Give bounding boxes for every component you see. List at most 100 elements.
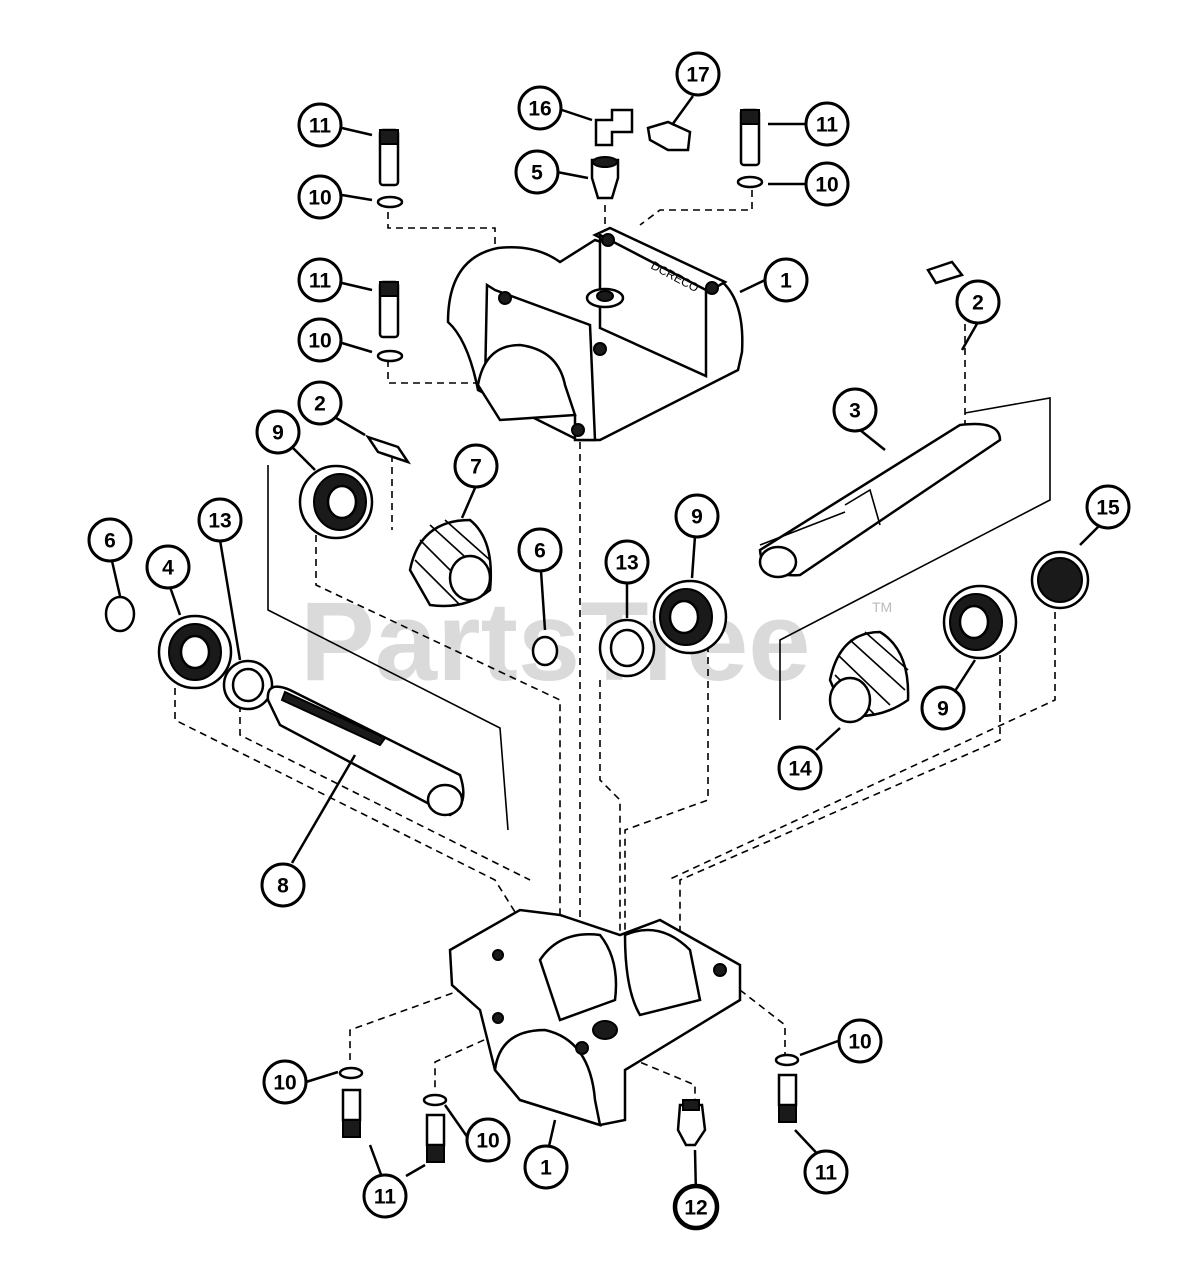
callout-7: 7: [453, 443, 499, 489]
callout-circle: [514, 149, 560, 195]
callout-circle: [465, 1117, 511, 1163]
snap-rings: [104, 595, 559, 667]
callout-10: 10: [262, 1059, 308, 1105]
callout-number: 11: [816, 114, 839, 137]
callout-number: 1: [780, 270, 792, 293]
callout-circle: [1085, 484, 1131, 530]
callout-10: 10: [297, 174, 343, 220]
callout-circle: [803, 1149, 849, 1195]
callout-6: 6: [517, 527, 563, 573]
callout-1: 1: [523, 1144, 569, 1190]
callout-number: 10: [308, 187, 331, 210]
callout-number: 16: [528, 98, 551, 121]
callout-circle: [804, 161, 850, 207]
callout-number: 11: [815, 1162, 838, 1185]
callout-2: 2: [297, 380, 343, 426]
callout-number: 13: [615, 552, 638, 575]
seals: [222, 550, 1090, 711]
callout-number: 6: [534, 540, 546, 563]
bearings: [157, 464, 1018, 690]
callout-13: 13: [197, 497, 243, 543]
callout-circle: [362, 1173, 408, 1219]
callout-number: 9: [937, 698, 949, 721]
callout-circle: [675, 51, 721, 97]
callout-circle: [262, 1059, 308, 1105]
callout-10: 10: [297, 317, 343, 363]
callout-circle: [920, 685, 966, 731]
callout-circle: [453, 443, 499, 489]
callout-8: 8: [260, 862, 306, 908]
callout-1: 1: [763, 257, 809, 303]
screws-lower: [338, 1053, 800, 1163]
callout-9: 9: [255, 409, 301, 455]
callout-number: 14: [788, 758, 812, 781]
callout-number: 13: [208, 510, 231, 533]
callout-circle: [297, 380, 343, 426]
callout-number: 17: [686, 64, 709, 87]
callout-10: 10: [804, 161, 850, 207]
callout-circle: [255, 409, 301, 455]
callout-circle: [297, 317, 343, 363]
callout-number: 10: [815, 174, 838, 197]
callout-circle: [837, 1018, 883, 1064]
callout-circle: [955, 279, 1001, 325]
callout-11: 11: [803, 1149, 849, 1195]
callout-number: 9: [272, 422, 284, 445]
callout-13: 13: [604, 539, 650, 585]
callout-12: 12: [672, 1183, 720, 1231]
input-shaft: [266, 465, 509, 831]
callout-number: 11: [374, 1186, 397, 1209]
callout-9: 9: [920, 685, 966, 731]
callout-number: 11: [309, 270, 332, 293]
callout-number: 6: [104, 530, 116, 553]
callout-number: 9: [691, 506, 703, 529]
watermark: PartsTree TM: [300, 579, 892, 704]
callout-circle: [517, 527, 563, 573]
callout-circle: [87, 517, 133, 563]
callout-10: 10: [465, 1117, 511, 1163]
upper-gear-housing: DCRECO: [446, 226, 744, 442]
callout-circle: [197, 497, 243, 543]
callout-number: 5: [531, 162, 543, 185]
fittings: [590, 108, 692, 200]
watermark-tm: TM: [872, 599, 892, 615]
callout-3: 3: [832, 387, 878, 433]
callout-circle: [604, 539, 650, 585]
callout-circle: [832, 387, 878, 433]
lower-gear-housing: [448, 908, 742, 1127]
callout-number: 2: [972, 292, 984, 315]
callout-circle: [297, 257, 343, 303]
callout-circle: [297, 174, 343, 220]
callout-circle: [523, 1144, 569, 1190]
callout-14: 14: [777, 745, 823, 791]
callout-5: 5: [514, 149, 560, 195]
output-shaft: [758, 397, 1051, 720]
screws-upper: [376, 108, 764, 363]
callout-circle: [672, 1183, 720, 1231]
callout-number: 11: [309, 115, 332, 138]
callout-4: 4: [145, 544, 191, 590]
callout-number: 7: [470, 456, 482, 479]
callout-11: 11: [297, 257, 343, 303]
callout-number: 2: [314, 393, 326, 416]
bevel-gears: [408, 518, 910, 724]
callout-number: 4: [162, 557, 174, 580]
callout-number: 10: [476, 1130, 499, 1153]
callout-circle: [763, 257, 809, 303]
callout-17: 17: [675, 51, 721, 97]
callout-number: 1: [540, 1157, 552, 1180]
callout-number: 10: [848, 1031, 871, 1054]
callout-number: 3: [849, 400, 861, 423]
callout-number: 10: [273, 1072, 296, 1095]
callout-circle: [260, 862, 306, 908]
assembly-lines: [174, 190, 1056, 1100]
callout-16: 16: [517, 85, 563, 131]
callout-circle: [517, 85, 563, 131]
callout-10: 10: [837, 1018, 883, 1064]
callout-9: 9: [674, 493, 720, 539]
callout-circle: [674, 493, 720, 539]
callout-number: 12: [684, 1197, 707, 1220]
callout-circle: [804, 101, 850, 147]
